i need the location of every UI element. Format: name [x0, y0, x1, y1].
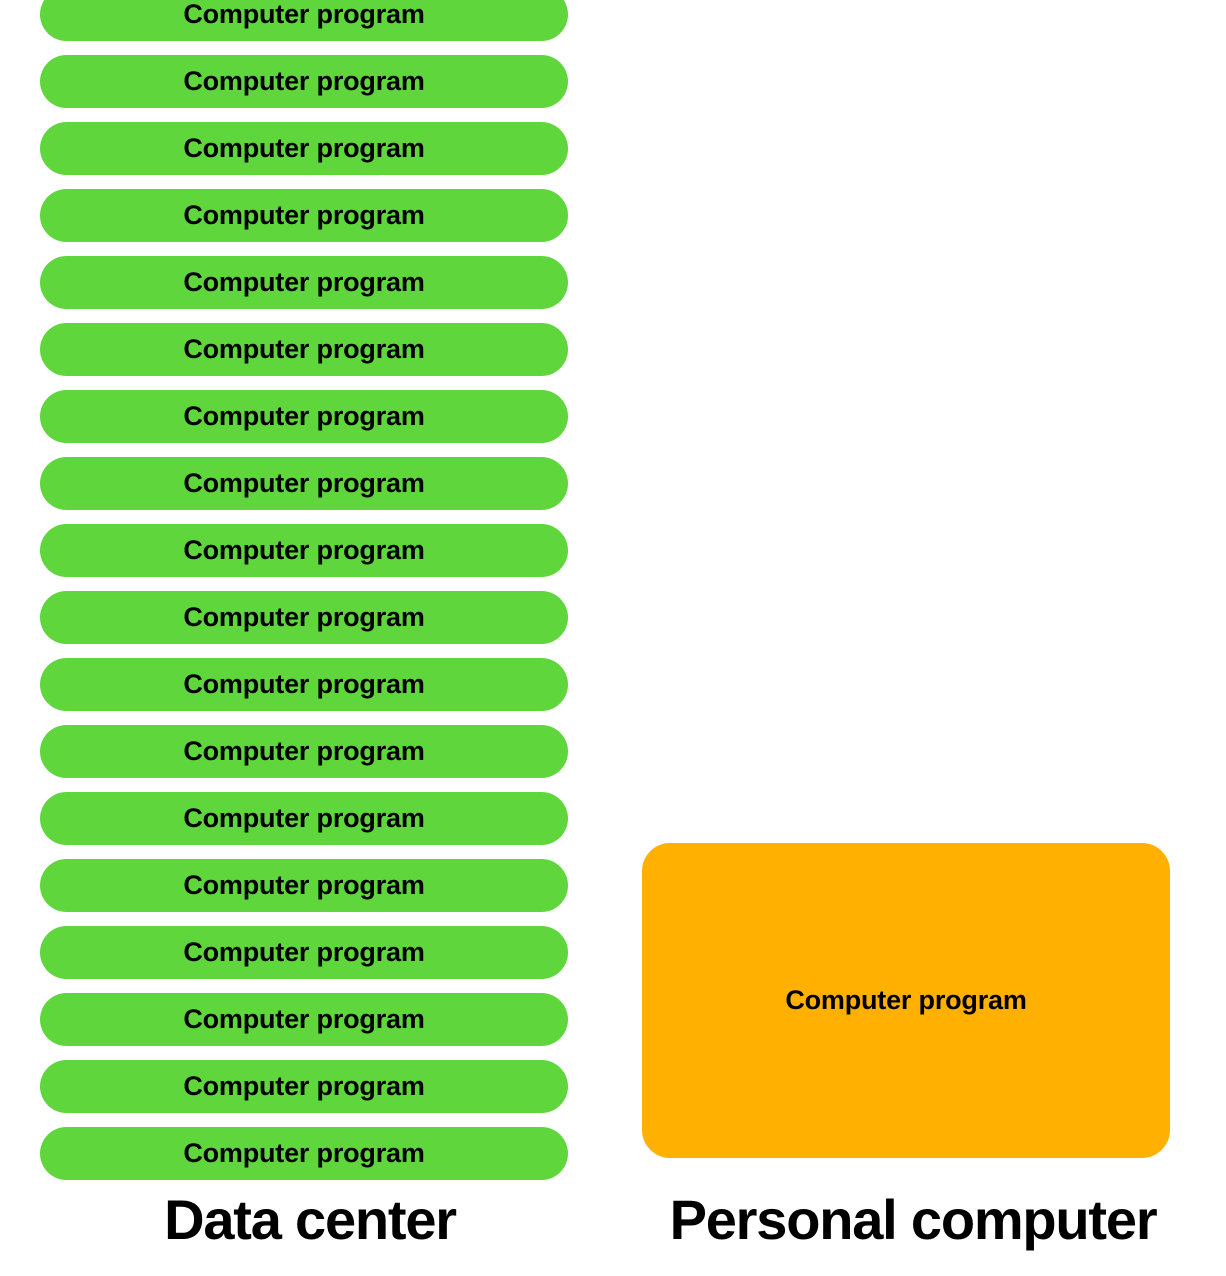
program-pill-label: Computer program	[183, 870, 425, 900]
program-pill[interactable]: Computer program	[40, 323, 568, 376]
program-pill-label: Computer program	[183, 535, 425, 565]
program-pill[interactable]: Computer program	[40, 122, 568, 175]
program-pill[interactable]: Computer program	[40, 0, 568, 41]
program-pill[interactable]: Computer program	[40, 658, 568, 711]
program-pill[interactable]: Computer program	[40, 524, 568, 577]
program-pill[interactable]: Computer program	[40, 189, 568, 242]
program-pill-label: Computer program	[183, 334, 425, 364]
program-pill-label: Computer program	[183, 200, 425, 230]
program-pill-label: Computer program	[183, 0, 425, 29]
personal-computer-caption: Personal computer	[669, 1188, 1158, 1251]
program-pill-label: Computer program	[183, 1071, 425, 1101]
program-pill-label: Computer program	[183, 401, 425, 431]
program-pill[interactable]: Computer program	[40, 591, 568, 644]
program-pill-label: Computer program	[183, 1138, 425, 1168]
personal-computer-program-box[interactable]: Computer program	[642, 843, 1170, 1158]
program-pill[interactable]: Computer program	[40, 725, 568, 778]
program-pill[interactable]: Computer program	[40, 457, 568, 510]
program-pill-label: Computer program	[183, 267, 425, 297]
program-pill[interactable]: Computer program	[40, 859, 568, 912]
program-pill-label: Computer program	[183, 133, 425, 163]
program-pill-label: Computer program	[183, 468, 425, 498]
program-pill[interactable]: Computer program	[40, 390, 568, 443]
data-center-caption: Data center	[164, 1188, 457, 1251]
program-pill-label: Computer program	[183, 937, 425, 967]
personal-computer-column: Computer program	[642, 843, 1170, 1158]
program-pill[interactable]: Computer program	[40, 792, 568, 845]
program-pill[interactable]: Computer program	[40, 1060, 568, 1113]
program-pill-label: Computer program	[183, 1004, 425, 1034]
program-pill-label: Computer program	[183, 669, 425, 699]
program-pill[interactable]: Computer program	[40, 993, 568, 1046]
program-pill-label: Computer program	[183, 66, 425, 96]
program-pill[interactable]: Computer program	[40, 55, 568, 108]
program-pill-label: Computer program	[183, 602, 425, 632]
program-pill-label: Computer program	[183, 803, 425, 833]
personal-computer-program-label: Computer program	[785, 985, 1027, 1015]
program-pill[interactable]: Computer program	[40, 256, 568, 309]
program-pill[interactable]: Computer program	[40, 926, 568, 979]
program-pill[interactable]: Computer program	[40, 1127, 568, 1180]
program-pill-label: Computer program	[183, 736, 425, 766]
